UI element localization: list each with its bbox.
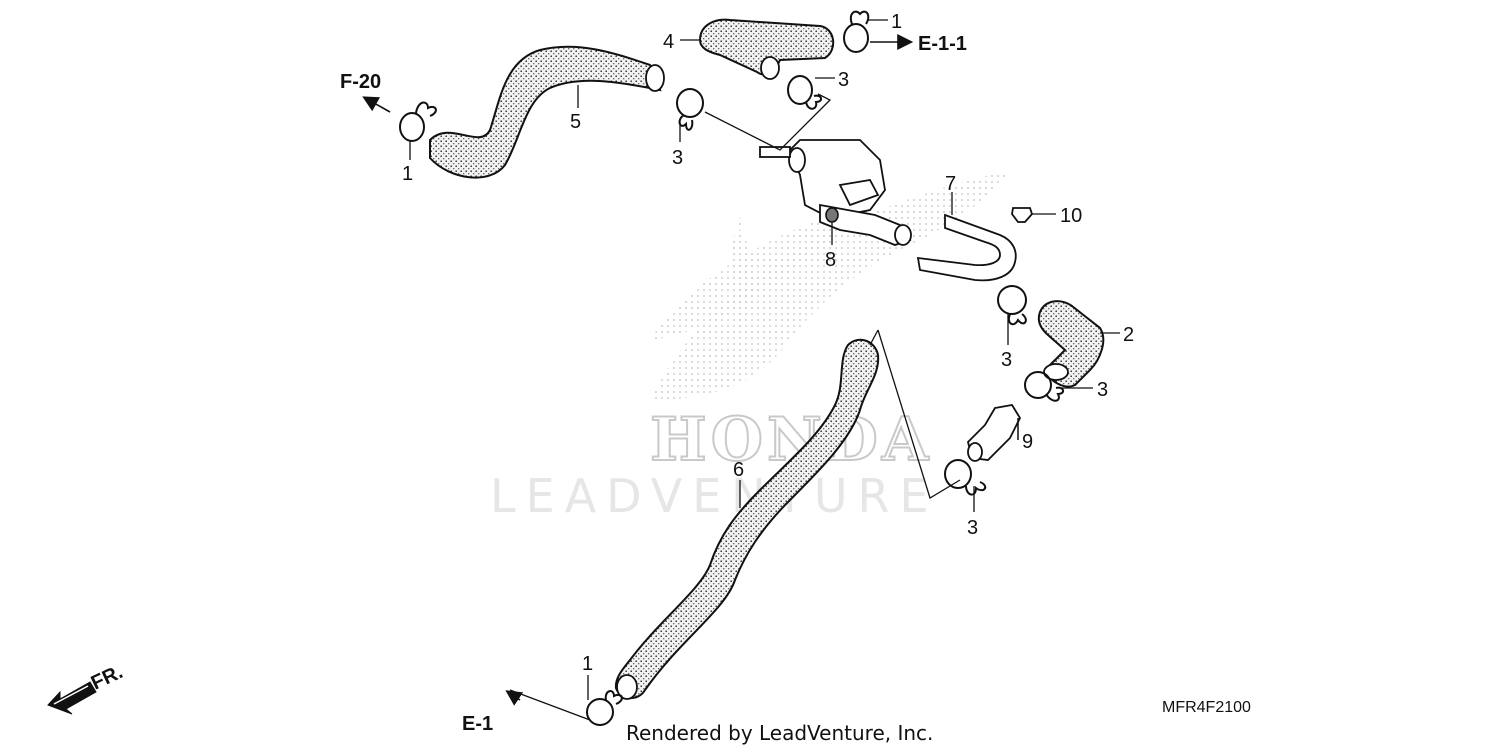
- callout-1-left[interactable]: 1: [402, 163, 413, 185]
- clamp-3-c: [997, 285, 1027, 326]
- hose-4: [698, 18, 835, 76]
- callout-1-top[interactable]: 1: [891, 11, 902, 33]
- callout-7[interactable]: 7: [945, 173, 956, 195]
- callout-9[interactable]: 9: [1022, 431, 1033, 453]
- callout-10[interactable]: 10: [1060, 205, 1082, 227]
- clamp-1-bottom: [586, 690, 623, 726]
- leader-lines: [409, 19, 1120, 721]
- hose-4-end: [760, 56, 780, 80]
- render-credit: Rendered by LeadVenture, Inc.: [626, 721, 933, 745]
- callout-3-e[interactable]: 3: [967, 517, 978, 539]
- hose-2-end: [1043, 363, 1069, 381]
- ref-e11-label[interactable]: E-1-1: [918, 33, 967, 55]
- part-10-fitting: [1011, 207, 1034, 223]
- clamp-1-left: [399, 101, 437, 142]
- clamp-3-d: [1024, 371, 1064, 402]
- ref-e1-label[interactable]: E-1: [462, 713, 493, 735]
- callout-5[interactable]: 5: [570, 111, 581, 133]
- arrow-f20: [362, 96, 391, 113]
- callout-3-d[interactable]: 3: [1097, 379, 1108, 401]
- leadventure-watermark-text: LEADVENTURE: [490, 469, 939, 523]
- callout-2[interactable]: 2: [1123, 324, 1134, 346]
- hose-6-end: [616, 674, 638, 700]
- honda-wing-watermark: [650, 170, 1010, 400]
- callout-4[interactable]: 4: [663, 31, 674, 53]
- callout-1-bottom[interactable]: 1: [582, 653, 593, 675]
- clamp-3-e: [944, 459, 987, 496]
- hose-5-end: [645, 64, 665, 92]
- clamp-1-top: [843, 10, 870, 53]
- pair-valve-assembly: [759, 139, 912, 246]
- part-7-tube: [916, 213, 1017, 282]
- callout-3-b[interactable]: 3: [672, 147, 683, 169]
- clamp-3-a: [787, 75, 822, 110]
- callout-3-a[interactable]: 3: [838, 69, 849, 91]
- ref-f20-label[interactable]: F-20: [340, 71, 381, 93]
- front-direction-indicator: [47, 681, 97, 715]
- diagram-code: MFR4F2100: [1162, 699, 1251, 716]
- callout-8[interactable]: 8: [825, 249, 836, 271]
- part-9-end: [967, 442, 983, 462]
- callout-6[interactable]: 6: [733, 459, 744, 481]
- hose-5: [429, 45, 662, 179]
- clamp-3-b: [676, 88, 704, 131]
- callout-3-c[interactable]: 3: [1001, 349, 1012, 371]
- arrow-e1: [505, 690, 524, 706]
